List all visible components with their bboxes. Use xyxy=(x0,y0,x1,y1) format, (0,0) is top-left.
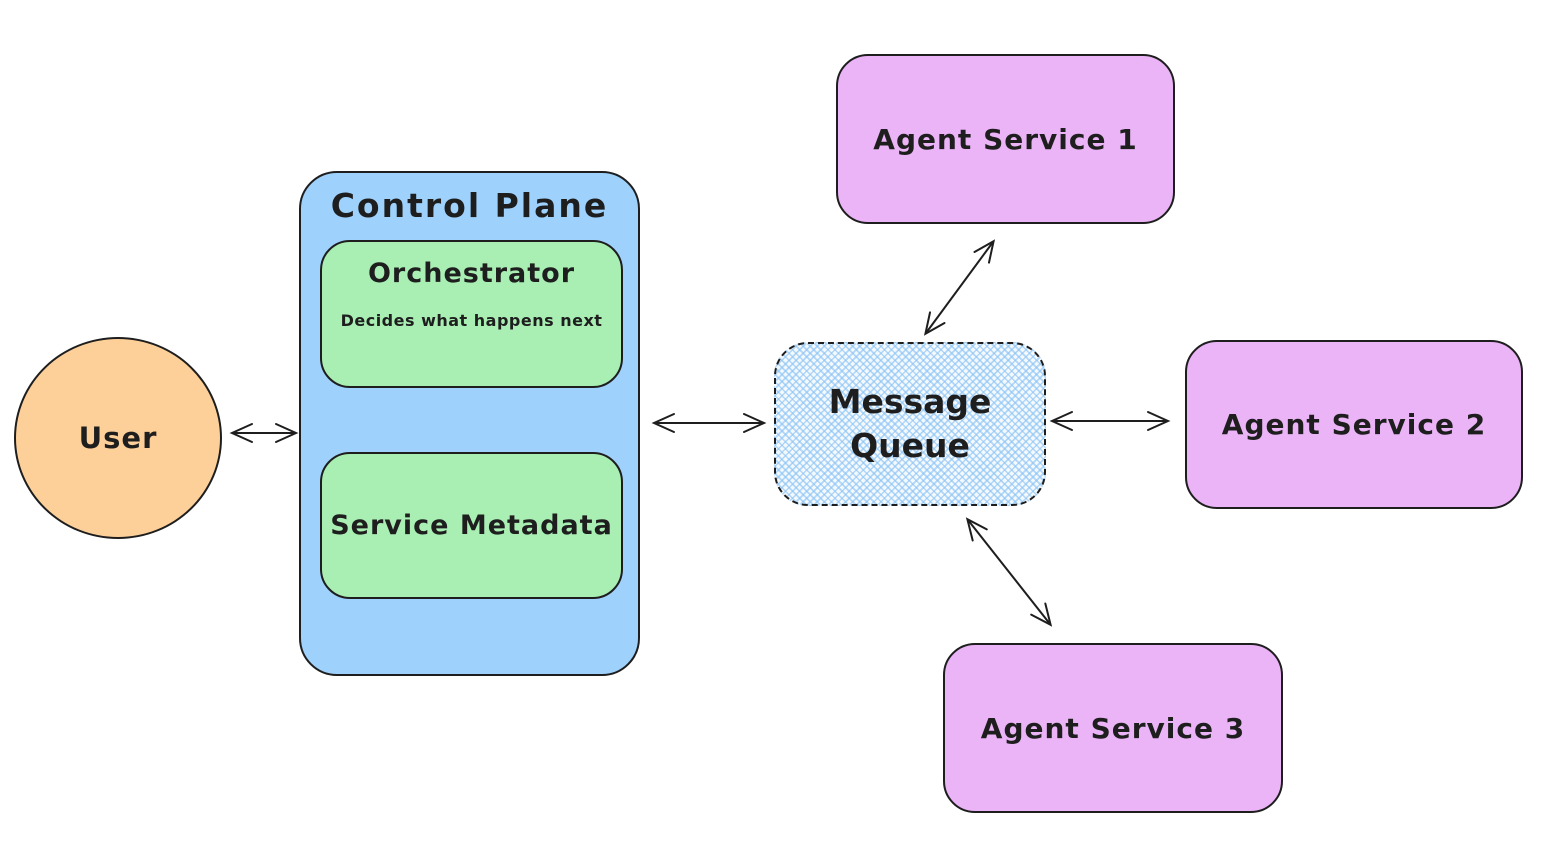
node-agent-service-1-label: Agent Service 1 xyxy=(873,122,1138,156)
node-agent-service-2: Agent Service 2 xyxy=(1185,340,1523,509)
node-orchestrator-label: Orchestrator xyxy=(367,258,576,289)
node-orchestrator: Orchestrator Decides what happens next xyxy=(320,240,623,388)
node-control-plane: Control Plane Orchestrator Decides what … xyxy=(299,171,640,676)
node-agent-service-3: Agent Service 3 xyxy=(943,643,1283,813)
node-agent-service-1: Agent Service 1 xyxy=(836,54,1175,224)
node-service-metadata-label: Service Metadata xyxy=(330,510,613,541)
node-service-metadata: Service Metadata xyxy=(320,452,623,599)
node-user: User xyxy=(14,337,222,539)
edge-message-queue-agent-service-3 xyxy=(965,517,1053,627)
node-control-plane-label: Control Plane xyxy=(330,186,609,225)
node-message-queue-label: Message Queue xyxy=(828,382,992,465)
edge-message-queue-agent-service-1 xyxy=(923,239,996,336)
node-orchestrator-description: Decides what happens next xyxy=(340,311,603,330)
node-agent-service-2-label: Agent Service 2 xyxy=(1221,408,1487,441)
node-user-label: User xyxy=(78,421,158,455)
node-agent-service-3-label: Agent Service 3 xyxy=(980,711,1246,745)
node-message-queue: Message Queue xyxy=(774,342,1046,506)
